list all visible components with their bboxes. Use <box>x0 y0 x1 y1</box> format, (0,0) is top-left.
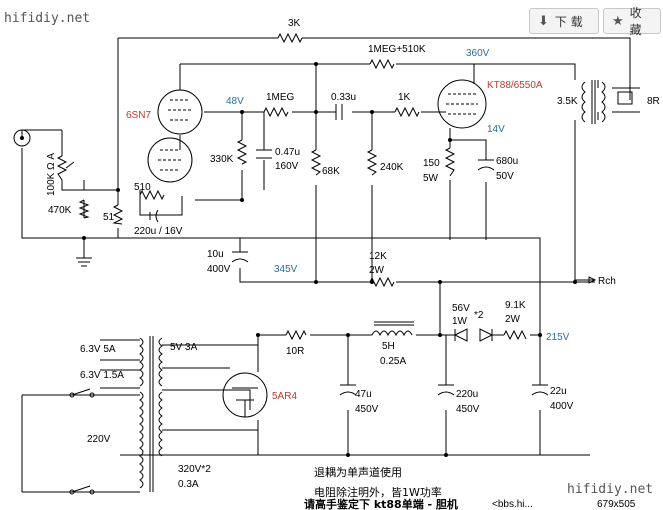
watermark-top: hifidiy.net <box>4 11 90 26</box>
label-1meg: 1MEG <box>266 92 295 103</box>
label-360v: 360V <box>466 48 490 59</box>
label-91k: 9.1K <box>505 300 526 311</box>
label-pot: 100K Ω A <box>46 153 57 196</box>
power-transformer <box>139 336 163 492</box>
label-5w: 5W <box>423 173 439 184</box>
download-icon: ⬇ <box>538 13 549 29</box>
label-220u: 220u <box>456 389 478 400</box>
label-91k-2w: 2W <box>505 314 521 325</box>
label-047u: 0.47u <box>275 147 300 158</box>
label-48v: 48V <box>226 96 244 107</box>
watermark-bottom: hifidiy.net <box>567 482 653 497</box>
label-1k: 1K <box>398 92 411 103</box>
label-63v-15a: 6.3V 1.5A <box>80 370 124 381</box>
collect-label: 收 藏 <box>629 6 642 37</box>
label-56v: 56V <box>452 303 470 314</box>
label-680u: 680u <box>496 156 518 167</box>
download-button[interactable]: ⬇ 下 载 <box>529 8 599 34</box>
note-title: 请高手鉴定下 kt88单端 - 胆机 <box>304 497 458 510</box>
capacitors <box>149 104 549 396</box>
note-decoupling: 退耦为单声道使用 <box>314 465 402 479</box>
component-labels: hifidiy.net 3K 1MEG+510K 360V KT88/6550A… <box>4 11 660 510</box>
label-450v-b: 450V <box>456 404 480 415</box>
label-03a: 0.3A <box>178 479 199 490</box>
output-transformer <box>581 80 633 124</box>
label-8r: 8R <box>647 96 660 107</box>
label-400v: 400V <box>207 264 231 275</box>
label-12k: 12K <box>369 251 387 262</box>
tube-kt88 <box>437 79 487 129</box>
label-5h: 5H <box>382 341 395 352</box>
label-450v-a: 450V <box>355 404 379 415</box>
label-220u16v: 220u / 16V <box>134 226 183 237</box>
label-330k: 330K <box>210 154 234 165</box>
label-47u: 47u <box>355 389 372 400</box>
label-3k: 3K <box>288 18 301 29</box>
label-160v: 160V <box>275 161 299 172</box>
label-10r: 10R <box>286 346 304 357</box>
power-switches <box>69 388 95 495</box>
label-1w: 1W <box>452 316 468 327</box>
label-5v-3a: 5V 3A <box>170 342 198 353</box>
label-025a: 0.25A <box>380 356 406 367</box>
label-63v-5a: 6.3V 5A <box>80 344 116 355</box>
label-240k: 240K <box>380 162 404 173</box>
resistors <box>56 32 527 341</box>
label-35k: 3.5K <box>557 96 578 107</box>
label-033u: 0.33u <box>331 92 356 103</box>
label-22u: 22u <box>550 386 567 397</box>
watermark-link: <bbs.hi... <box>492 499 533 510</box>
label-68k: 68K <box>322 166 340 177</box>
label-10u: 10u <box>207 249 224 260</box>
label-12k-2w: 2W <box>369 265 385 276</box>
label-345v: 345V <box>274 264 298 275</box>
junction-dots <box>82 62 577 457</box>
watermark-size: 679x505 <box>597 499 636 510</box>
collect-button[interactable]: ★ 收 藏 <box>603 6 661 37</box>
label-6sn7: 6SN7 <box>126 110 151 121</box>
label-320v: 320V*2 <box>178 464 211 475</box>
label-50v: 50V <box>496 171 514 182</box>
tube-6sn7-top <box>157 89 203 135</box>
zener-diodes <box>453 328 494 342</box>
label-5ar4: 5AR4 <box>272 391 297 402</box>
tubes <box>147 79 487 418</box>
label-51: 51 <box>103 212 115 223</box>
label-14v: 14V <box>487 124 505 135</box>
tube-6sn7-bottom <box>147 137 193 183</box>
label-400v-b: 400V <box>550 401 574 412</box>
label-1meg510k: 1MEG+510K <box>368 44 426 55</box>
label-rch: Rch <box>598 276 616 287</box>
ground-symbol <box>76 257 92 267</box>
star-icon: ★ <box>612 13 624 29</box>
label-220v: 220V <box>87 434 111 445</box>
label-150: 150 <box>423 158 440 169</box>
input-jack <box>13 129 31 147</box>
choke-5h <box>371 321 414 337</box>
label-x2: *2 <box>474 310 484 321</box>
label-510: 510 <box>134 182 151 193</box>
label-470k: 470K <box>48 205 72 216</box>
note-resistors: 电阻除注明外，皆1W功率 <box>314 485 442 499</box>
download-label: 下 载 <box>554 14 583 29</box>
wires <box>21 37 640 493</box>
label-215v: 215V <box>546 332 570 343</box>
label-kt88: KT88/6550A <box>487 80 543 91</box>
